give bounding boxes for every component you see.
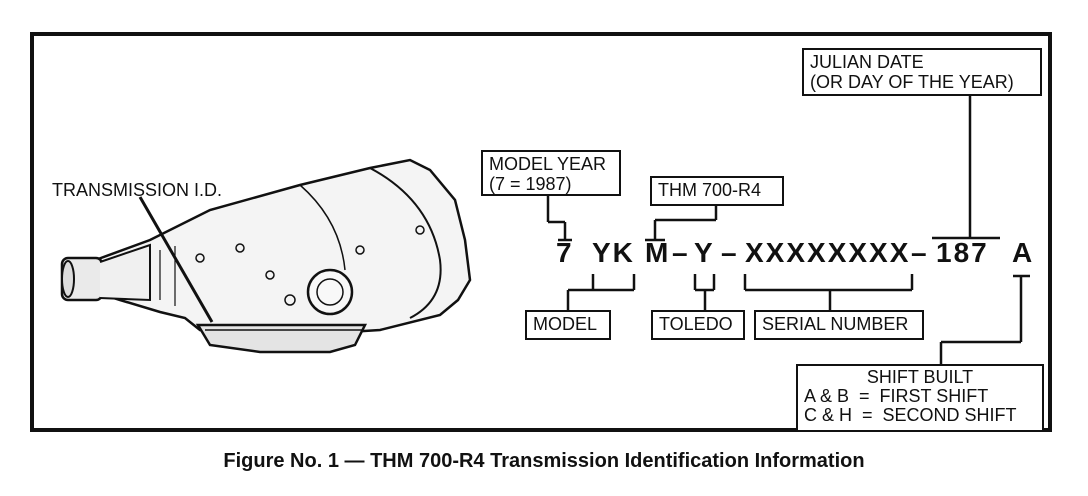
toledo-box: TOLEDO bbox=[651, 310, 745, 340]
thm-model-box: THM 700-R4 bbox=[650, 176, 784, 206]
julian-date-title: JULIAN DATE bbox=[810, 52, 924, 72]
thm-model-label: THM 700-R4 bbox=[658, 180, 762, 200]
code-plant-m: M bbox=[645, 237, 671, 268]
code-year: 7 bbox=[556, 237, 574, 268]
julian-date-box: JULIAN DATE (OR DAY OF THE YEAR) bbox=[802, 48, 1042, 96]
julian-date-desc: (OR DAY OF THE YEAR) bbox=[810, 72, 1014, 92]
figure-frame bbox=[30, 32, 1052, 432]
model-box: MODEL bbox=[525, 310, 611, 340]
transmission-id-label: TRANSMISSION I.D. bbox=[52, 180, 223, 200]
shift-built-first: A & B = FIRST SHIFT bbox=[804, 386, 989, 406]
shift-built-box: SHIFT BUILT A & B = FIRST SHIFT C & H = … bbox=[796, 364, 1044, 432]
shift-built-second: C & H = SECOND SHIFT bbox=[804, 405, 1017, 425]
toledo-label: TOLEDO bbox=[659, 314, 733, 334]
code-model: YK bbox=[592, 237, 635, 268]
code-plant-y: Y bbox=[694, 237, 715, 268]
code-serial: XXXXXXXX bbox=[745, 237, 911, 268]
serial-number-label: SERIAL NUMBER bbox=[762, 314, 909, 334]
code-julian: 187 bbox=[936, 237, 989, 268]
model-year-title: MODEL YEAR bbox=[489, 154, 607, 174]
figure-caption: Figure No. 1 — THM 700-R4 Transmission I… bbox=[223, 450, 865, 472]
model-label: MODEL bbox=[533, 314, 598, 334]
shift-built-title: SHIFT BUILT bbox=[866, 367, 974, 387]
code-dash-1: – bbox=[672, 237, 690, 268]
code-dash-2: – bbox=[721, 237, 739, 268]
model-year-box: MODEL YEAR (7 = 1987) bbox=[481, 150, 621, 196]
model-year-value: (7 = 1987) bbox=[489, 174, 572, 194]
code-shift: A bbox=[1012, 237, 1035, 268]
serial-number-box: SERIAL NUMBER bbox=[754, 310, 924, 340]
code-dash-3: – bbox=[911, 237, 929, 268]
